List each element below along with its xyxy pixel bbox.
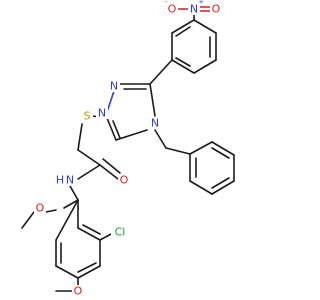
atom-triazole-n2: N [96, 107, 108, 120]
molecule-structure: N + O - O N N N S O N H O O [21, 0, 235, 298]
atom-nitro-o-right: O [210, 3, 222, 16]
ch2-carbonyl-bond [77, 149, 101, 166]
s-ch2-bond [77, 123, 83, 151]
svg-text:O: O [212, 3, 221, 16]
methoxy-upper-ring-bond [63, 199, 79, 209]
atom-triazole-n4: N [149, 117, 161, 130]
atom-amide-nh: N H [56, 174, 76, 187]
benzyl-ipso-bond [165, 147, 191, 155]
triazole-ring [106, 83, 156, 141]
svg-text:N: N [151, 117, 159, 130]
atom-nitro-n: N + [188, 0, 204, 16]
svg-text:-: - [165, 0, 168, 6]
svg-text:O: O [168, 3, 177, 16]
carbonyl-bond-1 [99, 164, 119, 180]
svg-text:N: N [66, 174, 74, 187]
atom-carbonyl-o: O [118, 174, 130, 187]
svg-text:O: O [120, 174, 129, 187]
svg-text:N: N [98, 107, 106, 120]
amide-cn-bond [77, 164, 101, 180]
svg-text:S: S [84, 110, 91, 123]
nitrophenyl-ring [171, 19, 217, 74]
atom-nitro-o-left: O - [165, 0, 178, 16]
svg-text:N: N [190, 3, 198, 16]
svg-text:+: + [198, 0, 204, 6]
atom-chloro: Cl [111, 225, 129, 239]
benzyl-ch2-bond [154, 129, 167, 149]
carbonyl-bond-2 [102, 158, 121, 174]
atom-methoxy-o-lower: O [72, 285, 84, 298]
svg-text:N: N [110, 80, 118, 93]
benzyl-ring [189, 141, 235, 195]
atom-triazole-n1: N [108, 80, 120, 93]
svg-text:O: O [36, 202, 45, 215]
methoxy-upper-bond [45, 209, 57, 213]
atom-methoxy-o-upper: O [34, 202, 46, 215]
chloro-bond [99, 232, 114, 241]
svg-text:H: H [56, 174, 64, 187]
svg-text:Cl: Cl [115, 226, 126, 239]
anilide-ring [55, 199, 101, 279]
methoxy-upper-ch3 [21, 211, 35, 229]
aryl-triazole-bond [149, 59, 173, 85]
amide-aryl-bond [69, 185, 79, 201]
atom-thioether-s: S [81, 110, 93, 123]
svg-text:O: O [74, 285, 83, 298]
